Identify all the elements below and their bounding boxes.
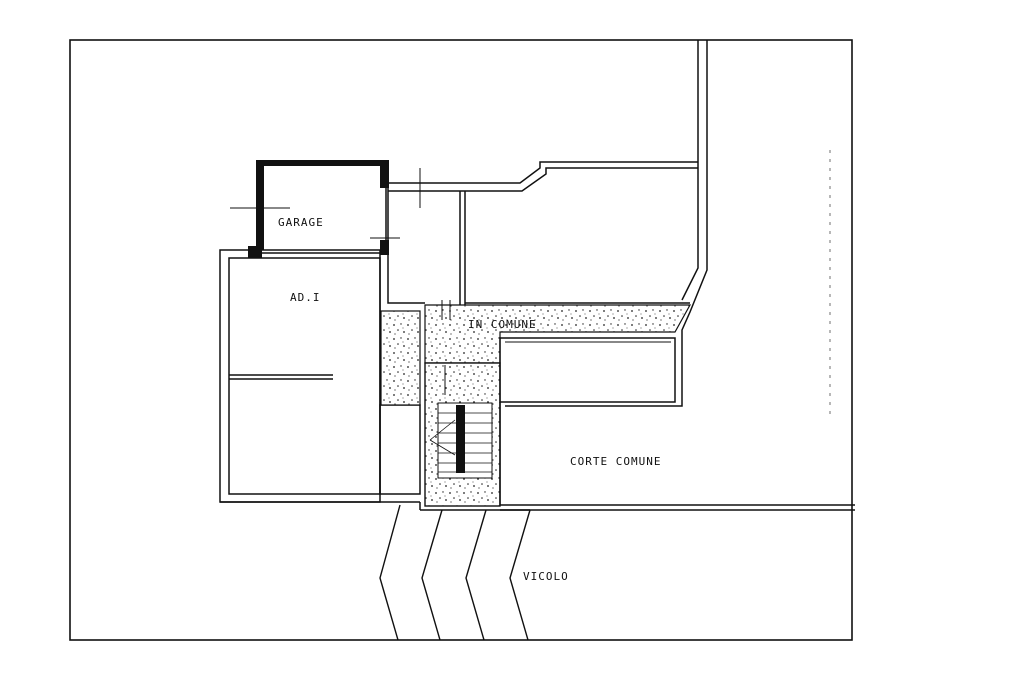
site-boundary: [69, 39, 853, 641]
garage-label: GARAGE: [278, 216, 324, 229]
shared-court: [220, 402, 855, 511]
speckled-wall-left: [380, 310, 421, 406]
property-wall-right: [681, 40, 708, 402]
main-apartment: [219, 246, 381, 503]
side-closet: [379, 404, 421, 495]
lane-label: VICOLO: [523, 570, 569, 583]
main-room-label: AD.I: [290, 291, 321, 304]
garage-room: [230, 160, 421, 255]
lane-chevrons: [379, 504, 531, 641]
shared-court-label: CORTE COMUNE: [570, 455, 661, 468]
shared-storage: [499, 337, 676, 403]
stairwell: [424, 300, 501, 507]
shared-passage: [424, 304, 692, 364]
shared-passage-label: IN COMUNE: [468, 318, 537, 331]
courtyard-structure: [387, 161, 698, 305]
